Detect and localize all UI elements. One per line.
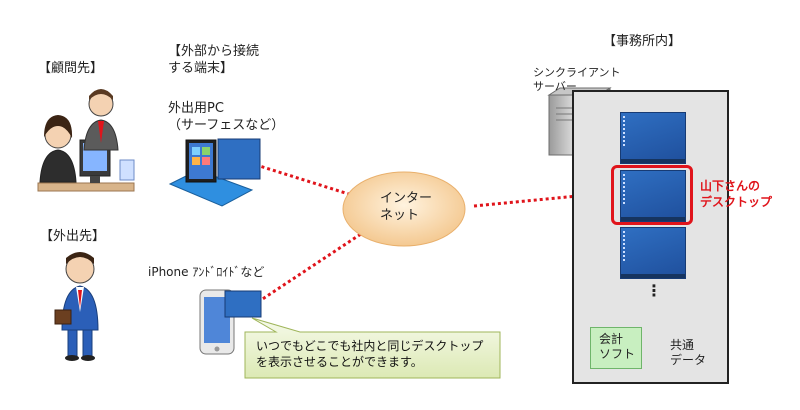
more-desktops-ellipsis: ⋮ [646,281,662,300]
surface-tablet-icon [168,138,261,207]
advisor-office-people-icon [37,89,135,192]
desktop-taskbar [621,159,685,163]
desktop-screen-yamashita[interactable] [620,170,686,222]
surface-label: 外出用PC （サーフェスなど） [168,101,285,133]
link-surface-to-internet [249,161,356,198]
server-label: シンクライアント サーバー [533,66,621,93]
accounting-software-box: 会計 ソフト [590,327,642,369]
internet-cloud [342,171,466,247]
desktop-taskbar [621,217,685,221]
external-devices-header: 【外部から接続 する端末】 [168,44,260,76]
callout-text: いつでもどこでも社内と同じデスクトップ を表示させることができます。 [256,339,484,369]
businessman-icon [54,252,99,361]
desktop-icons [623,116,629,146]
desktop-screen-1[interactable] [620,112,686,164]
yamashita-desktop-label: 山下さんの デスクトップ [700,179,773,209]
yamashita-desktop-highlight [611,165,693,225]
desktop-taskbar [621,274,685,278]
iphone-label: iPhone ｱﾝﾄﾞﾛｲﾄﾞなど [148,265,265,279]
desktop-screen-3[interactable] [620,227,686,279]
desktop-icons [623,231,629,261]
internet-label: インター ネット [380,191,433,223]
shared-data-label: 共通 データ [670,338,707,367]
link-phone-to-internet [257,226,371,304]
desktop-icons [623,174,629,204]
advisor-label: 【顧問先】 [38,61,104,76]
callout-bubble [244,317,501,379]
office-title: 【事務所内】 [603,34,682,49]
outside-label: 【外出先】 [40,229,106,244]
smartphone-icon [199,289,262,355]
